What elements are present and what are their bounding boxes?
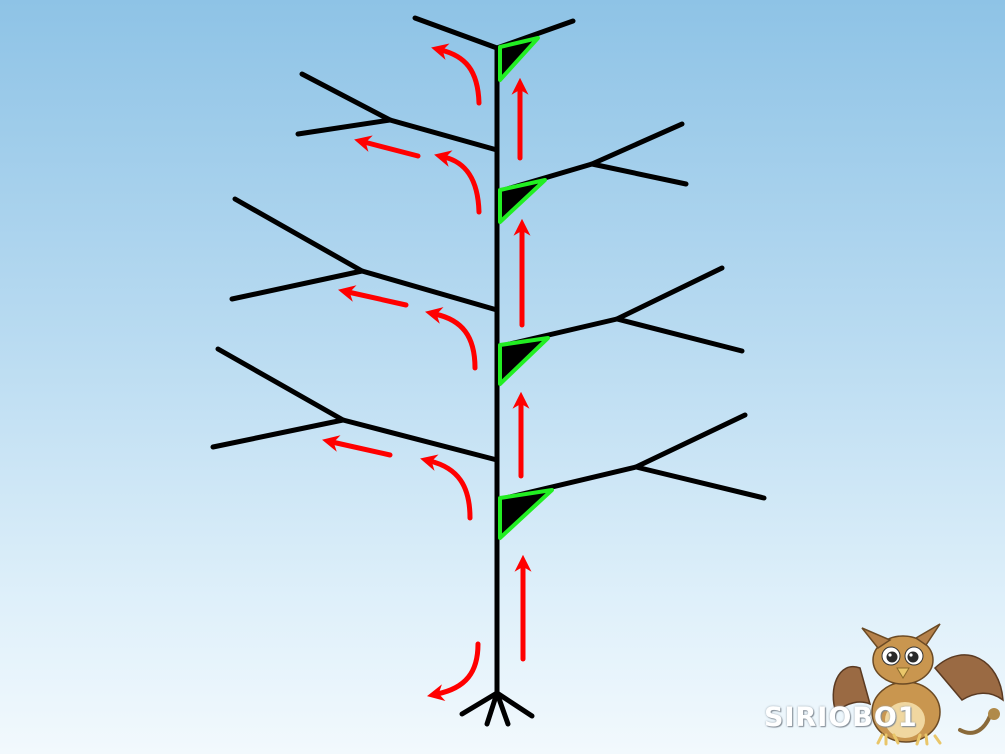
flow-arrow — [430, 461, 470, 518]
flow-arrow — [332, 442, 390, 455]
flow-arrow — [437, 644, 478, 694]
tree-roots — [462, 693, 532, 724]
top-fork — [415, 18, 573, 48]
upward-flow-arrows — [520, 88, 523, 659]
apical-bud-marker — [500, 180, 545, 222]
apical-bud-marker — [500, 338, 548, 384]
flow-arrow — [444, 157, 479, 212]
left-branches — [213, 74, 497, 460]
apical-bud-marker — [500, 38, 538, 80]
curved-flow-arrows — [430, 50, 479, 694]
flow-arrow — [435, 314, 475, 368]
flow-arrow — [441, 50, 479, 103]
branch-flow-arrows — [332, 142, 418, 455]
flow-arrow — [364, 142, 418, 156]
watermark-text: SIRIOBO1 — [764, 702, 918, 733]
bud-markers — [500, 38, 552, 538]
apical-bud-marker — [500, 490, 552, 538]
flow-arrow — [348, 292, 406, 305]
